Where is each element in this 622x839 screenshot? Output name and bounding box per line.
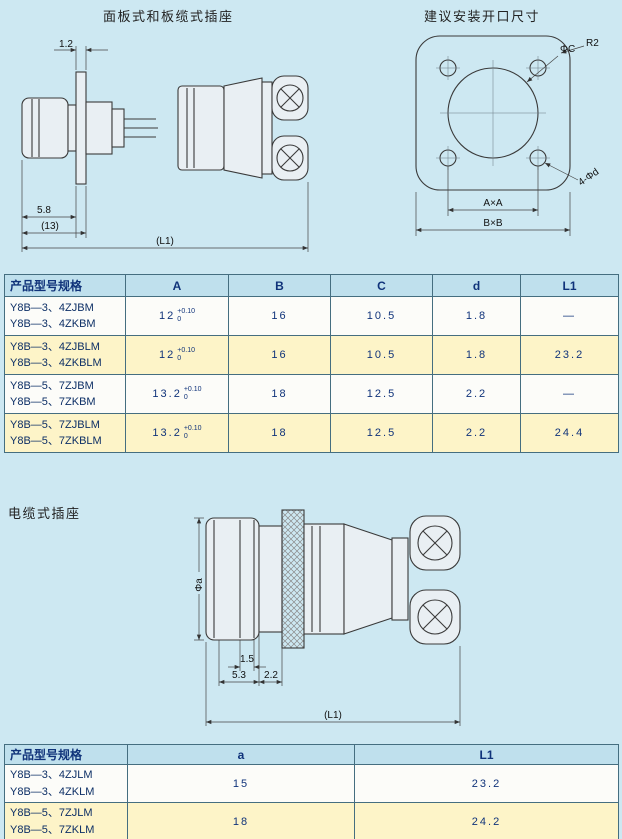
value-B: 18 <box>228 374 331 414</box>
dim-label-1-5: 1.5 <box>240 654 254 665</box>
col-header-model: 产品型号规格 <box>4 274 126 297</box>
model-name: Y8B—3、4ZKBM <box>10 318 96 330</box>
model-name: Y8B—3、4ZJBLM <box>10 340 100 353</box>
col-header-B: B <box>228 274 331 297</box>
value-d: 1.8 <box>432 296 521 336</box>
dim-labels: 1.2 5.8 (13) (L1) <box>37 39 174 247</box>
dim-label-l1: (L1) <box>324 710 342 721</box>
col-header-a: a <box>127 744 355 765</box>
value-B: 16 <box>228 335 331 375</box>
cable-table-header-row: 产品型号规格 a L1 <box>4 744 619 765</box>
value-C: 12.5 <box>330 413 433 453</box>
plug-body <box>177 75 309 181</box>
panel-socket-drawing: 1.2 5.8 (13) (L1) <box>21 39 309 252</box>
col-header-A: A <box>125 274 229 297</box>
value-L1: 24.4 <box>520 413 619 453</box>
col-header-L1: L1 <box>520 274 619 297</box>
table-row: Y8B—5、7ZJLM Y8B—5、7ZKLM 18 24.2 <box>4 802 619 839</box>
dimension-lines <box>194 517 461 726</box>
dim-labels: Φa 1.5 5.3 2.2 (L1) <box>194 578 342 721</box>
value-C: 10.5 <box>330 296 433 336</box>
dim-label-13: (13) <box>41 221 59 232</box>
dim-label-5-3: 5.3 <box>232 670 246 681</box>
dim-label-phi-c: ΦC <box>560 44 575 55</box>
value-d: 1.8 <box>432 335 521 375</box>
cable-spec-table: 产品型号规格 a L1 Y8B—3、4ZJLM Y8B—3、4ZKLM 15 2… <box>4 744 619 839</box>
model-cell: Y8B—3、4ZJLM Y8B—3、4ZKLM <box>4 764 128 803</box>
model-name: Y8B—3、4ZJBM <box>10 301 94 314</box>
model-name: Y8B—3、4ZJLM <box>10 769 93 781</box>
col-header-L1: L1 <box>354 744 619 765</box>
model-name: Y8B—3、4ZKLM <box>10 785 95 798</box>
spec-table-header-row: 产品型号规格 A B C d L1 <box>4 274 619 297</box>
value-C: 12.5 <box>330 374 433 414</box>
dim-label-axa: A×A <box>483 198 503 209</box>
dimension-lines <box>21 46 309 252</box>
centerlines <box>436 56 550 170</box>
mounting-opening-drawing: R2 ΦC 4-Φd A×A B×B <box>415 35 601 236</box>
table-row: Y8B—3、4ZJLM Y8B—3、4ZKLM 15 23.2 <box>4 764 619 803</box>
value-d: 2.2 <box>432 413 521 453</box>
cable-drawing-title: 电缆式插座 <box>8 506 81 521</box>
panel-spec-table: 产品型号规格 A B C d L1 Y8B—3、4ZJBM Y8B—3、4ZKB… <box>4 274 619 453</box>
model-name: Y8B—3、4ZKBLM <box>10 357 102 369</box>
value-C: 10.5 <box>330 335 433 375</box>
model-name: Y8B—5、7ZKBM <box>10 396 96 408</box>
col-header-d: d <box>432 274 521 297</box>
cable-plug-body <box>205 509 461 649</box>
dim-label-bxb: B×B <box>483 218 503 229</box>
dim-label-r2: R2 <box>586 38 599 49</box>
value-L1: 23.2 <box>520 335 619 375</box>
model-cell: Y8B—5、7ZJBLM Y8B—5、7ZKBLM <box>4 413 126 453</box>
value-L1: — <box>520 296 619 336</box>
model-cell: Y8B—3、4ZJBM Y8B—3、4ZKBM <box>4 296 126 336</box>
col-header-C: C <box>330 274 433 297</box>
cable-socket-drawing: Φa 1.5 5.3 2.2 (L1) <box>194 509 461 726</box>
dim-label-2-2: 2.2 <box>264 670 278 681</box>
value-L1: 23.2 <box>354 764 619 803</box>
model-cell: Y8B—5、7ZJLM Y8B—5、7ZKLM <box>4 802 128 839</box>
value-a: 15 <box>127 764 355 803</box>
dim-label-l1: (L1) <box>156 236 174 247</box>
receptacle-body <box>21 71 158 185</box>
value-a: 18 <box>127 802 355 839</box>
model-name: Y8B—5、7ZKLM <box>10 823 95 836</box>
model-name: Y8B—5、7ZJBM <box>10 379 94 392</box>
model-name: Y8B—5、7ZKBLM <box>10 435 102 447</box>
model-cell: Y8B—5、7ZJBM Y8B—5、7ZKBM <box>4 374 126 414</box>
value-L1: — <box>520 374 619 414</box>
value-B: 16 <box>228 296 331 336</box>
col-header-model: 产品型号规格 <box>4 744 128 765</box>
dimension-lines <box>415 45 585 236</box>
dim-label-flange: 1.2 <box>59 39 73 50</box>
panel-drawing-title: 面板式和板缆式插座 <box>103 9 234 24</box>
model-cell: Y8B—3、4ZJBLM Y8B—3、4ZKBLM <box>4 335 126 375</box>
value-d: 2.2 <box>432 374 521 414</box>
value-L1: 24.2 <box>354 802 619 839</box>
dim-label-phi-a: Φa <box>194 578 205 592</box>
dim-label-5-8: 5.8 <box>37 205 51 216</box>
model-name: Y8B—5、7ZJBLM <box>10 418 100 431</box>
dim-label-4-phi-d: 4-Φd <box>576 167 601 189</box>
value-B: 18 <box>228 413 331 453</box>
dim-labels: R2 ΦC 4-Φd A×A B×B <box>483 38 601 229</box>
model-name: Y8B—5、7ZJLM <box>10 807 93 819</box>
opening-drawing-title: 建议安装开口尺寸 <box>424 9 541 24</box>
